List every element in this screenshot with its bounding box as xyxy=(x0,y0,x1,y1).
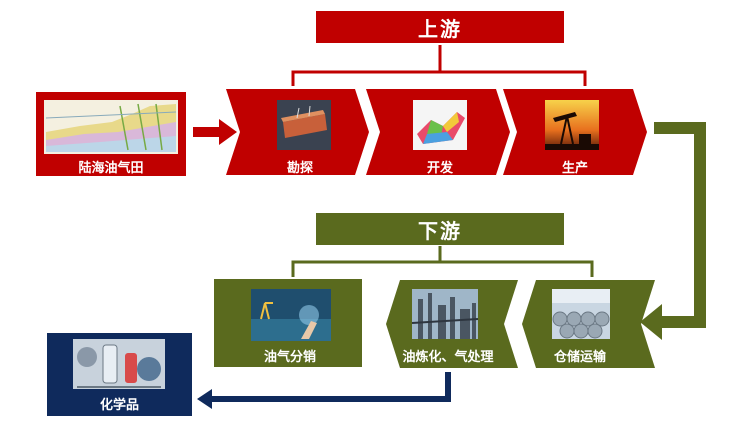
distribution-image xyxy=(251,289,331,341)
storage-pipes-image xyxy=(552,289,610,339)
connector-arrow-head xyxy=(640,304,662,340)
source-arrow-shaft xyxy=(193,127,221,137)
oilfield-label: 陆海油气田 xyxy=(78,161,144,176)
connector-up-to-down xyxy=(654,122,706,328)
exploration-label: 勘探 xyxy=(286,161,313,176)
distribution-label: 油气分销 xyxy=(263,350,316,365)
chemicals-image xyxy=(73,339,165,389)
exploration-image xyxy=(277,100,331,150)
refining-label: 油炼化、气处理 xyxy=(402,350,494,365)
chemicals-label: 化学品 xyxy=(99,398,139,413)
chemicals-arrow-head xyxy=(197,389,212,409)
development-label: 开发 xyxy=(426,161,453,176)
connector-to-chemicals xyxy=(210,372,451,402)
production-image xyxy=(545,100,599,150)
production-label: 生产 xyxy=(561,161,588,176)
upstream-title: 上游 xyxy=(316,11,564,43)
downstream-title: 下游 xyxy=(316,213,564,245)
refinery-image xyxy=(412,289,478,339)
upstream-bracket xyxy=(291,70,587,86)
geology-section-image xyxy=(45,103,177,152)
storage-label: 仓储运输 xyxy=(553,350,606,365)
development-image xyxy=(413,100,467,150)
source-arrow-head xyxy=(219,119,237,145)
downstream-bracket xyxy=(291,260,594,277)
